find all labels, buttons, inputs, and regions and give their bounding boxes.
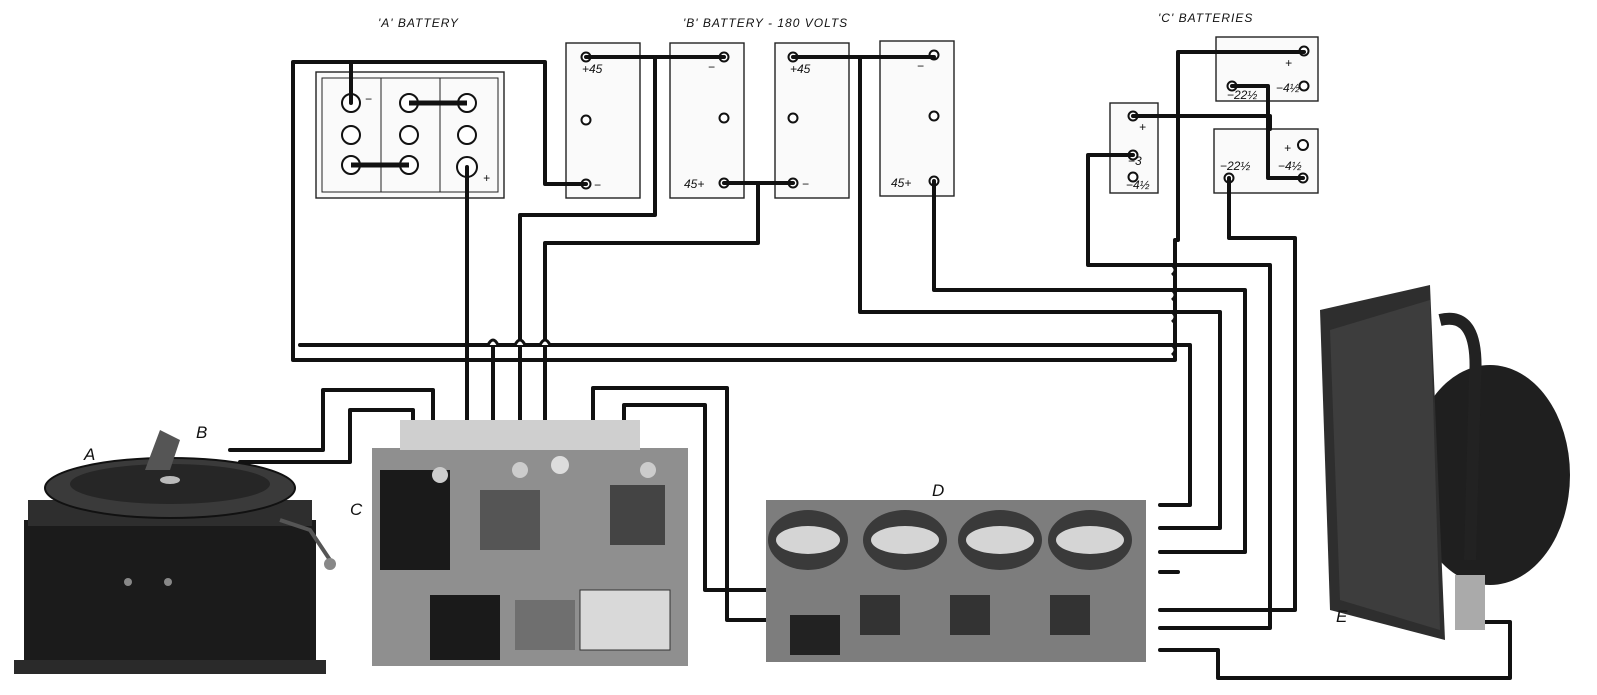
c-bottom-minus22: −22½ bbox=[1220, 159, 1250, 173]
b1-plus-terminal: +45 bbox=[582, 62, 603, 76]
c-small-minus4half: −4½ bbox=[1126, 178, 1150, 192]
label-b: B bbox=[196, 423, 207, 442]
label-a: A bbox=[83, 445, 95, 464]
a-battery: − + bbox=[315, 71, 505, 199]
c-small-plus: + bbox=[1139, 120, 1146, 134]
loudspeaker-horn bbox=[1320, 285, 1570, 640]
c-bottom-minus4half: −4½ bbox=[1278, 159, 1302, 173]
b2-minus-terminal: − bbox=[708, 60, 715, 74]
b-battery-2: − 45+ bbox=[669, 42, 745, 199]
b1-minus-terminal: − bbox=[594, 178, 601, 192]
phonograph bbox=[14, 430, 336, 674]
b-battery-1: +45 − bbox=[565, 42, 641, 199]
c-small-minus3: −3 bbox=[1128, 154, 1142, 168]
c-top-minus22: −22½ bbox=[1227, 88, 1257, 102]
label-d: D bbox=[932, 481, 944, 500]
b-battery-4: − 45+ bbox=[879, 40, 955, 197]
b3-plus-terminal: +45 bbox=[790, 62, 811, 76]
amplifier-panel-c bbox=[372, 420, 688, 666]
b-battery-3: +45 − bbox=[774, 42, 850, 199]
a-battery-minus: − bbox=[365, 92, 372, 106]
amplifier-panel-d bbox=[766, 500, 1146, 662]
wiring bbox=[228, 50, 1512, 680]
b-battery-label: 'B' BATTERY - 180 VOLTS bbox=[683, 16, 848, 30]
c-bottom-plus: + bbox=[1284, 141, 1291, 155]
b4-minus-terminal: − bbox=[917, 59, 924, 73]
a-battery-label: 'A' BATTERY bbox=[378, 16, 459, 30]
b2-plus-terminal: 45+ bbox=[684, 177, 704, 191]
b3-minus-terminal: − bbox=[802, 177, 809, 191]
a-battery-plus: + bbox=[483, 171, 490, 185]
label-e: E bbox=[1336, 607, 1348, 626]
label-c: C bbox=[350, 500, 363, 519]
c-batteries-label: 'C' BATTERIES bbox=[1158, 11, 1253, 25]
b4-plus-terminal: 45+ bbox=[891, 176, 911, 190]
c-top-minus4half: −4½ bbox=[1276, 81, 1300, 95]
c-top-plus: + bbox=[1285, 56, 1292, 70]
